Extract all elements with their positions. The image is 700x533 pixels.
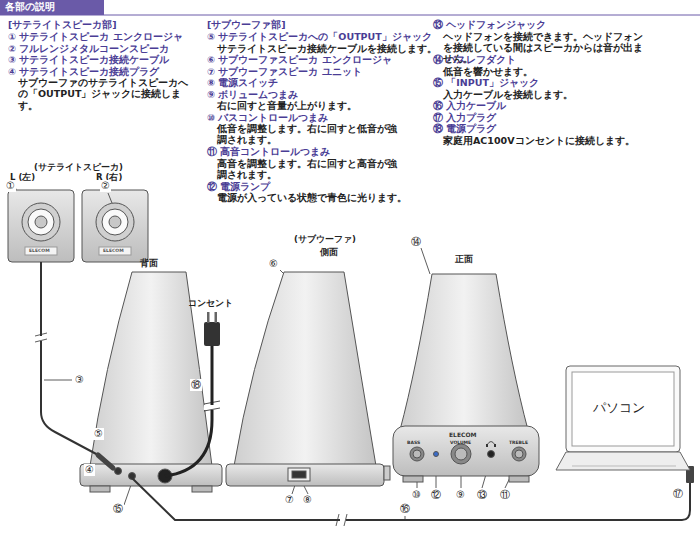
callout-number: ⑤ bbox=[93, 428, 104, 440]
brand-mark: ELECOM bbox=[103, 248, 124, 253]
knob-label: VOLUME bbox=[450, 440, 471, 445]
header-title: 各部の説明 bbox=[5, 1, 55, 13]
part-name: ③ サテライトスピーカ接続ケーブル bbox=[8, 54, 169, 65]
callout-number: ⑧ bbox=[302, 494, 313, 506]
callout-number: ② bbox=[100, 180, 111, 192]
part-name: ⑨ ボリュームつまみ bbox=[207, 89, 298, 100]
part-name: ⑮ 「INPUT」ジャック bbox=[433, 77, 539, 88]
part-name: ⑫ 電源ランプ bbox=[207, 181, 270, 192]
subwoofer-side bbox=[226, 272, 390, 486]
view-label: 正面 bbox=[455, 254, 473, 264]
callout-number: ⑨ bbox=[455, 489, 466, 501]
section-heading: [サブウーファ部] bbox=[207, 19, 286, 30]
callout-number: ③ bbox=[74, 374, 85, 386]
part-name: ⑪ 高音コントロールつまみ bbox=[207, 146, 330, 157]
part-description: 低音を調整します。右に回すと低音が強調されます。 bbox=[217, 123, 403, 146]
part-description: 右に回すと音量が上がります。 bbox=[217, 100, 357, 111]
part-name: ② フルレンジメタルコーンスピーカ bbox=[8, 43, 169, 54]
part-name: ⑯ 入力ケーブル bbox=[433, 100, 506, 111]
part-name: ⑬ ヘッドフォンジャック bbox=[433, 19, 546, 30]
part-description: サテライトスピーカ接続ケーブルを接続します。 bbox=[217, 43, 437, 54]
knob-label: BASS bbox=[407, 440, 420, 445]
part-name: ⑥ サブウーファスピーカ エンクロージャ bbox=[207, 54, 392, 65]
part-name: ⑤ サテライトスピーカへの「OUTPUT」ジャック bbox=[207, 31, 432, 42]
callout-number: ⑭ bbox=[410, 236, 422, 248]
part-name: ④ サテライトスピーカ接続プラグ bbox=[8, 66, 159, 77]
view-label: 背面 bbox=[140, 258, 158, 268]
brand-mark: ELECOM bbox=[29, 248, 50, 253]
part-name: ⑱ 電源プラグ bbox=[433, 123, 496, 134]
group-label: (サブウーファ) bbox=[294, 234, 356, 244]
callout-number: ⑦ bbox=[284, 494, 295, 506]
part-name: ① サテライトスピーカ エンクロージャ bbox=[8, 31, 183, 42]
callout-number: ⑪ bbox=[499, 489, 511, 501]
part-description: 高音を調整します。右に回すと高音が強調されます。 bbox=[217, 158, 403, 181]
subwoofer-front bbox=[393, 274, 539, 482]
callout-number: ⑥ bbox=[268, 258, 279, 270]
power-cord bbox=[165, 312, 220, 476]
view-label: 側面 bbox=[320, 247, 338, 257]
section-heading: [サテライトスピーカ部] bbox=[8, 19, 117, 30]
part-description: 入力ケーブルを接続します。 bbox=[443, 89, 573, 100]
group-label: (サテライトスピーカ) bbox=[34, 162, 123, 172]
callout-number: ⑱ bbox=[190, 379, 202, 391]
callout-number: ① bbox=[5, 180, 16, 192]
knob-label: TREBLE bbox=[509, 440, 528, 445]
callout-number: ⑬ bbox=[476, 489, 488, 501]
callout-number: ⑫ bbox=[430, 489, 442, 501]
part-name: ⑰ 入力プラグ bbox=[433, 112, 496, 123]
part-description: サブウーファのサテライトスピーカへの「OUTPUT」ジャックに接続します。 bbox=[18, 77, 196, 111]
callout-number: ⑰ bbox=[672, 488, 684, 500]
part-name: ⑭ バスレフダクト bbox=[433, 54, 516, 65]
part-name: ⑩ バスコントロールつまみ bbox=[207, 112, 328, 123]
part-name: ⑧ 電源スイッチ bbox=[207, 77, 278, 88]
part-name: ⑦ サブウーファスピーカ ユニット bbox=[207, 66, 362, 77]
callout-number: ⑯ bbox=[399, 503, 411, 515]
part-description: 電源が入っている状態で青色に光ります。 bbox=[217, 192, 407, 203]
satellite-cable bbox=[35, 262, 113, 468]
part-description: 低音を響かせます。 bbox=[443, 66, 533, 77]
callout-number: ⑮ bbox=[112, 503, 124, 515]
callout-number: ④ bbox=[84, 464, 95, 476]
callout-number: ⑩ bbox=[411, 489, 422, 501]
header-band bbox=[0, 0, 104, 15]
satellite-speakers bbox=[8, 190, 148, 262]
header-rule bbox=[0, 15, 700, 16]
part-description: 家庭用AC100Vコンセントに接続します。 bbox=[443, 135, 635, 146]
part-label: コンセント bbox=[188, 298, 233, 308]
brand-mark: ELECOM bbox=[449, 431, 477, 438]
screen-label: パソコン bbox=[593, 400, 645, 416]
laptop bbox=[556, 366, 690, 470]
